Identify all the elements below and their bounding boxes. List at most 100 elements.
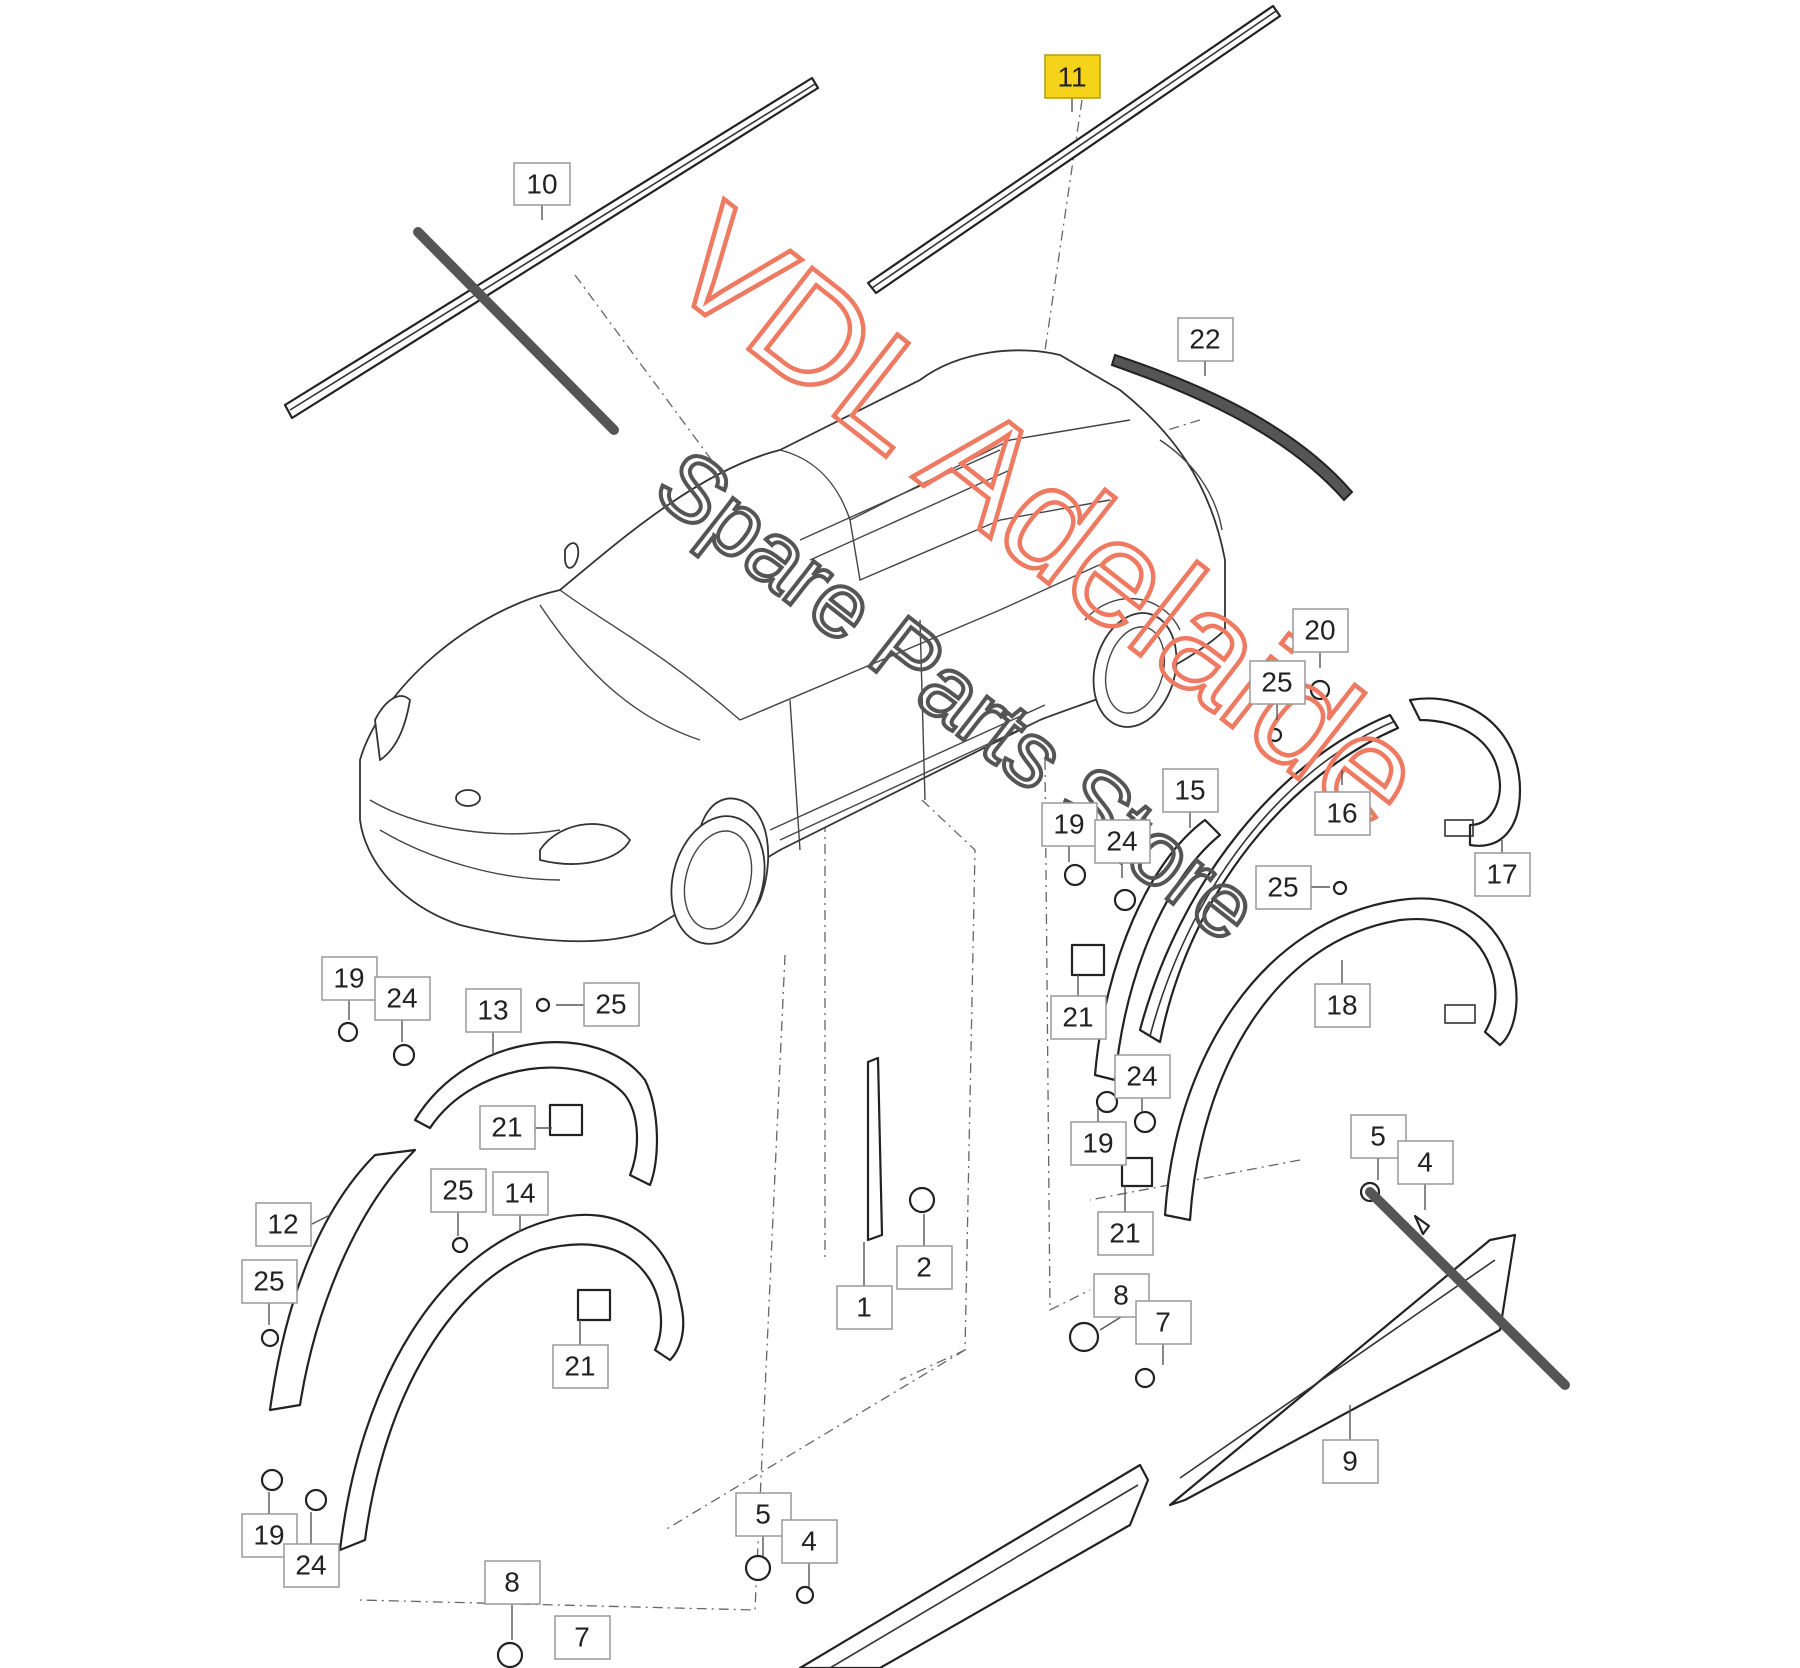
callout-10: 10 [513, 162, 571, 220]
callout-number: 24 [386, 983, 417, 1014]
callout-number: 18 [1326, 990, 1357, 1021]
callouts: 11 10 22 20 25 16 15 17 19 24 25 18 21 2… [241, 54, 1531, 1660]
callout-number: 5 [1370, 1121, 1386, 1152]
callout-box [836, 1285, 893, 1330]
callout-box [1041, 802, 1098, 847]
callout-box [1070, 1121, 1127, 1166]
callout-box [1397, 1140, 1454, 1185]
callout-number: 5 [755, 1499, 771, 1530]
arch-trim-12 [268, 1148, 417, 1412]
callout-4-a: 4 [1397, 1140, 1454, 1210]
callout-box [1314, 983, 1371, 1028]
callout-24-d: 24 [283, 1512, 340, 1588]
callout-number: 7 [1155, 1307, 1171, 1338]
callout-7-b: 7 [554, 1615, 611, 1660]
callout-box [1097, 1211, 1154, 1256]
callout-box [1094, 819, 1151, 864]
callout-number: 12 [267, 1209, 298, 1240]
vehicle-outline [359, 349, 1226, 945]
callout-number: 1 [856, 1292, 872, 1323]
callout-13: 13 [465, 988, 522, 1055]
callout-21-b: 21 [1097, 1186, 1154, 1256]
callout-number: 13 [477, 995, 508, 1026]
arch-trim-16 [1138, 713, 1400, 1044]
callout-box [484, 1560, 541, 1605]
arch-trim-13 [413, 1041, 659, 1187]
strike-line-left [413, 227, 619, 435]
callout-box [1350, 1114, 1407, 1159]
callout-number: 24 [1106, 826, 1137, 857]
arch-trim-14 [338, 1213, 685, 1552]
callout-box [1050, 995, 1107, 1040]
callout-box [430, 1168, 487, 1213]
callout-number: 4 [801, 1526, 817, 1557]
callout-21-c: 21 [479, 1105, 552, 1150]
callout-box [492, 1171, 549, 1216]
callout-box [1162, 768, 1219, 813]
callout-5-a: 5 [1350, 1114, 1407, 1180]
callout-box [283, 1543, 340, 1588]
sill-panel [798, 1463, 1150, 1668]
callout-number: 14 [504, 1178, 535, 1209]
callout-box [465, 988, 522, 1033]
callout-number: 8 [1113, 1280, 1129, 1311]
callout-number: 10 [526, 169, 557, 200]
arch-trim-18 [1163, 897, 1518, 1222]
callout-24-c: 24 [374, 976, 431, 1042]
callout-number: 20 [1304, 615, 1335, 646]
callout-box [255, 1202, 312, 1247]
callout-number: 9 [1342, 1446, 1358, 1477]
callout-number: 24 [1126, 1061, 1157, 1092]
callout-box [781, 1519, 838, 1564]
callout-number: 16 [1326, 798, 1357, 829]
callout-25-d: 25 [241, 1259, 298, 1325]
callout-box [374, 976, 431, 1021]
callout-number: 21 [1062, 1002, 1093, 1033]
callout-number: 25 [253, 1266, 284, 1297]
callout-25-b: 25 [1255, 865, 1330, 910]
callout-19-a: 19 [1041, 802, 1098, 862]
callout-number: 7 [574, 1622, 590, 1653]
callout-box [1314, 791, 1371, 836]
callout-21-d: 21 [552, 1320, 609, 1389]
callout-number: 11 [1057, 62, 1086, 93]
callout-17: 17 [1474, 840, 1531, 897]
callout-box [896, 1245, 953, 1290]
callout-19-b: 19 [1070, 1107, 1127, 1166]
callout-4-b: 4 [781, 1519, 838, 1587]
roof-strip-10 [283, 76, 820, 420]
callout-box [1044, 54, 1101, 99]
callout-box [1114, 1054, 1171, 1099]
arch-trim-15 [1093, 818, 1222, 1082]
callout-number: 24 [295, 1550, 326, 1581]
callout-number: 8 [504, 1567, 520, 1598]
callout-box [1474, 852, 1531, 897]
callout-number: 25 [1261, 667, 1292, 698]
callout-box [1177, 317, 1234, 362]
callout-14: 14 [492, 1171, 549, 1232]
callout-7-a: 7 [1135, 1300, 1192, 1365]
callout-20: 20 [1292, 608, 1349, 668]
callout-box [554, 1615, 611, 1660]
callout-19-c: 19 [321, 956, 378, 1020]
callout-tick [309, 1214, 331, 1226]
callout-24-a: 24 [1094, 819, 1151, 878]
callout-box [321, 956, 378, 1001]
callout-box [241, 1259, 298, 1304]
callout-24-b: 24 [1114, 1054, 1171, 1112]
callout-21-a: 21 [1050, 975, 1107, 1040]
callout-18: 18 [1314, 960, 1371, 1028]
callout-25-c: 25 [556, 982, 640, 1027]
callout-number: 19 [333, 963, 364, 994]
callout-number: 17 [1486, 859, 1517, 890]
callout-box [513, 162, 571, 206]
callout-9: 9 [1322, 1405, 1379, 1484]
callout-1: 1 [836, 1242, 893, 1330]
callout-11: 11 [1044, 54, 1101, 112]
arch-trim-17 [1408, 697, 1522, 847]
callout-box [479, 1105, 536, 1150]
callout-16: 16 [1314, 770, 1371, 836]
callout-25-e: 25 [430, 1168, 487, 1236]
door-trim-9 [1168, 1233, 1517, 1507]
